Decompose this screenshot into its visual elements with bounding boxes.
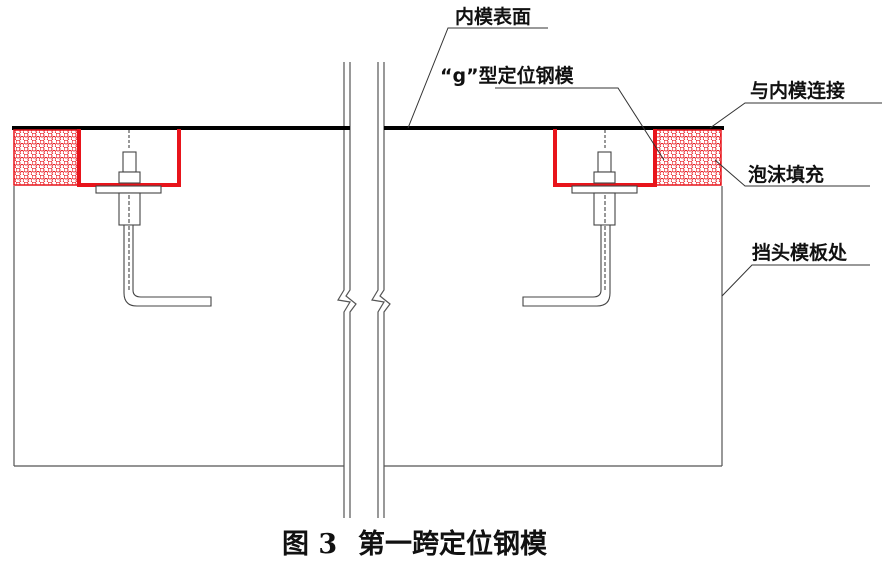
figure-title: 第一跨定位钢模: [358, 528, 547, 560]
figure-number: 图 3: [282, 529, 337, 560]
leader-foam-fill: [714, 159, 870, 187]
label-inner-mold-surface: 内模表面: [455, 5, 531, 28]
g-steel-mold-right: [553, 129, 657, 187]
foam-fill-right: [654, 129, 722, 186]
break-line-left: [337, 62, 357, 518]
break-line-right: [371, 62, 391, 518]
leader-connect-inner-mold: [709, 102, 882, 129]
label-foam-fill: 泡沫填充: [748, 163, 824, 186]
leader-g-steel-mold: [495, 87, 665, 161]
concrete-block-right: [384, 186, 723, 467]
label-connect-inner-mold: 与内模连接: [750, 79, 845, 102]
concrete-block-left: [13, 186, 344, 467]
g-steel-mold-left: [77, 129, 181, 187]
leader-inner-mold-surface: [407, 27, 548, 129]
anchor-bolt-right: [522, 130, 638, 307]
label-end-formwork: 挡头模板处: [752, 241, 848, 264]
leader-lines: [407, 27, 882, 297]
label-g-steel-mold: “g”型定位钢模: [440, 64, 575, 87]
leader-end-formwork: [721, 264, 870, 297]
anchor-bolt-left: [95, 130, 212, 307]
foam-fill-left: [13, 129, 79, 186]
